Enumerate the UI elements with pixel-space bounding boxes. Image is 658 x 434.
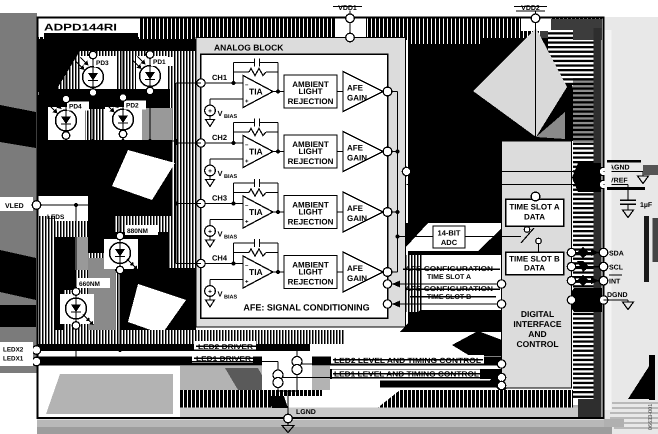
svg-text:TIME SLOT A: TIME SLOT A xyxy=(427,274,471,281)
svg-text:SDA: SDA xyxy=(609,251,624,258)
svg-text:REJECTION: REJECTION xyxy=(288,157,334,166)
svg-text:PD2: PD2 xyxy=(126,103,139,110)
svg-text:ADPD144RI: ADPD144RI xyxy=(44,23,117,34)
svg-text:LEDX2: LEDX2 xyxy=(3,347,24,354)
svg-text:CH3: CH3 xyxy=(212,194,227,203)
svg-text:BIAS: BIAS xyxy=(224,295,237,301)
svg-text:DATA: DATA xyxy=(524,264,545,273)
svg-text:LIGHT: LIGHT xyxy=(299,268,323,277)
svg-text:LED1 DRIVER: LED1 DRIVER xyxy=(196,356,251,363)
svg-text:GAIN: GAIN xyxy=(347,214,367,223)
svg-text:REJECTION: REJECTION xyxy=(288,218,334,227)
svg-text:CH2: CH2 xyxy=(212,133,227,142)
svg-text:PD4: PD4 xyxy=(69,104,82,111)
svg-text:AFE: AFE xyxy=(347,144,364,153)
svg-text:AMBIENT: AMBIENT xyxy=(292,201,329,210)
svg-text:AGND: AGND xyxy=(609,165,630,172)
svg-text:V: V xyxy=(218,169,223,178)
svg-text:SCL: SCL xyxy=(609,265,624,272)
svg-text:V: V xyxy=(218,290,223,299)
svg-text:AFE: AFE xyxy=(347,84,364,93)
svg-text:DIGITAL: DIGITAL xyxy=(521,309,554,319)
svg-text:GAIN: GAIN xyxy=(347,154,367,163)
svg-text:GAIN: GAIN xyxy=(347,94,367,103)
svg-text:660NM: 660NM xyxy=(79,281,100,288)
svg-text:V: V xyxy=(218,230,223,239)
svg-text:+: + xyxy=(245,280,249,286)
svg-text:+: + xyxy=(208,168,212,175)
svg-text:REJECTION: REJECTION xyxy=(288,278,334,287)
svg-text:BIAS: BIAS xyxy=(224,174,237,180)
svg-text:AFE: SIGNAL CONDITIONING: AFE: SIGNAL CONDITIONING xyxy=(243,303,369,313)
svg-text:+: + xyxy=(245,220,249,226)
svg-text:INT: INT xyxy=(609,279,621,286)
svg-text:REJECTION: REJECTION xyxy=(288,97,334,106)
svg-text:+: + xyxy=(208,108,212,115)
svg-text:LIGHT: LIGHT xyxy=(299,147,323,156)
svg-text:LIGHT: LIGHT xyxy=(299,208,323,217)
svg-text:GAIN: GAIN xyxy=(347,274,367,283)
svg-text:BIAS: BIAS xyxy=(224,235,237,241)
svg-text:VDD2: VDD2 xyxy=(521,5,540,12)
svg-text:–: – xyxy=(245,83,249,89)
svg-text:INTERFACE: INTERFACE xyxy=(513,319,562,329)
svg-text:+: + xyxy=(208,229,212,236)
svg-text:14-BIT: 14-BIT xyxy=(438,229,461,238)
svg-text:AMBIENT: AMBIENT xyxy=(292,261,329,270)
svg-text:AFE: AFE xyxy=(347,204,364,213)
svg-text:TIA: TIA xyxy=(249,207,263,217)
svg-text:AFE: AFE xyxy=(347,264,364,273)
svg-text:DGND: DGND xyxy=(607,292,628,299)
svg-text:TIME SLOT A: TIME SLOT A xyxy=(509,203,560,212)
svg-text:BIAS: BIAS xyxy=(224,114,237,120)
svg-text:+: + xyxy=(245,99,249,105)
svg-text:CONTROL: CONTROL xyxy=(516,339,558,349)
svg-text:–: – xyxy=(245,263,249,269)
svg-text:TIA: TIA xyxy=(249,267,263,277)
svg-text:+: + xyxy=(245,159,249,165)
svg-text:CH1: CH1 xyxy=(212,73,227,82)
svg-text:CH4: CH4 xyxy=(212,254,228,263)
svg-text:ANALOG BLOCK: ANALOG BLOCK xyxy=(214,43,284,53)
svg-text:LIGHT: LIGHT xyxy=(299,87,323,96)
svg-text:VLED: VLED xyxy=(5,203,24,210)
svg-text:LEDX1: LEDX1 xyxy=(3,356,24,363)
svg-text:DATA: DATA xyxy=(524,213,545,222)
svg-text:1µF: 1µF xyxy=(640,202,653,209)
svg-text:LGND: LGND xyxy=(296,409,316,416)
svg-text:TIA: TIA xyxy=(249,87,263,97)
svg-text:880NM: 880NM xyxy=(127,228,148,235)
svg-text:VREF: VREF xyxy=(609,178,628,185)
svg-text:TIME SLOT B: TIME SLOT B xyxy=(509,255,560,264)
svg-text:PD1: PD1 xyxy=(153,59,166,66)
svg-text:AND: AND xyxy=(528,329,546,339)
svg-text:06633-001: 06633-001 xyxy=(648,404,654,430)
svg-text:TIA: TIA xyxy=(249,147,263,157)
svg-text:AMBIENT: AMBIENT xyxy=(292,140,329,149)
svg-text:+: + xyxy=(208,289,212,296)
svg-text:LED2 DRIVER: LED2 DRIVER xyxy=(198,344,253,351)
svg-text:V: V xyxy=(218,109,223,118)
svg-text:VDD1: VDD1 xyxy=(338,5,357,12)
svg-text:AMBIENT: AMBIENT xyxy=(292,80,329,89)
svg-text:LEDS: LEDS xyxy=(47,214,65,221)
svg-text:ADC: ADC xyxy=(441,238,458,247)
svg-text:–: – xyxy=(245,143,249,149)
svg-text:PD3: PD3 xyxy=(96,60,109,67)
svg-text:–: – xyxy=(245,203,249,209)
